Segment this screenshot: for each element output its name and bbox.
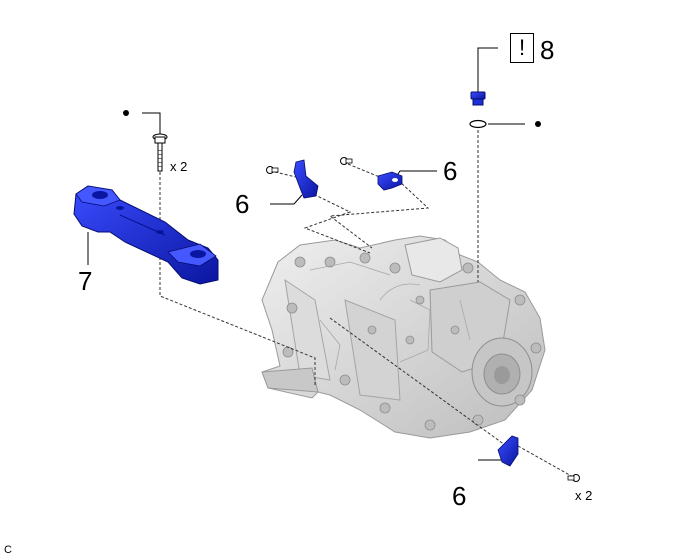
bracket-bolt-upper-right: [340, 157, 353, 165]
transmission-mount-bracket: [73, 185, 219, 285]
callout-bracket-upper-right: 6: [443, 156, 458, 186]
quantity-mount-bolts: x 2: [170, 159, 188, 174]
bracket-upper-left: [293, 159, 319, 199]
corner-code: C: [4, 544, 12, 556]
callout-bracket-upper-left: 6: [235, 189, 250, 219]
bracket-upper-right: [377, 171, 403, 191]
callout-bracket-lower: 6: [452, 481, 467, 511]
mount-bolt: [152, 133, 168, 172]
transaxle-assembly: [261, 235, 546, 439]
bracket-bolt-lower: [567, 474, 580, 482]
warning-symbol-box: !: [510, 33, 534, 63]
bullet-dot-gasket: [535, 121, 541, 127]
quantity-lower-bolts: x 2: [575, 488, 593, 503]
drain-plug-gasket: [469, 119, 487, 129]
bracket-lower: [497, 435, 519, 467]
bullet-dot-mount-bolt: [123, 110, 129, 116]
callout-drain-plug: 8: [540, 35, 555, 65]
bracket-bolt-upper-left: [266, 166, 279, 174]
drain-plug: [470, 91, 486, 106]
bracket-hole: [392, 178, 398, 182]
callout-mount-bracket: 7: [78, 266, 93, 296]
